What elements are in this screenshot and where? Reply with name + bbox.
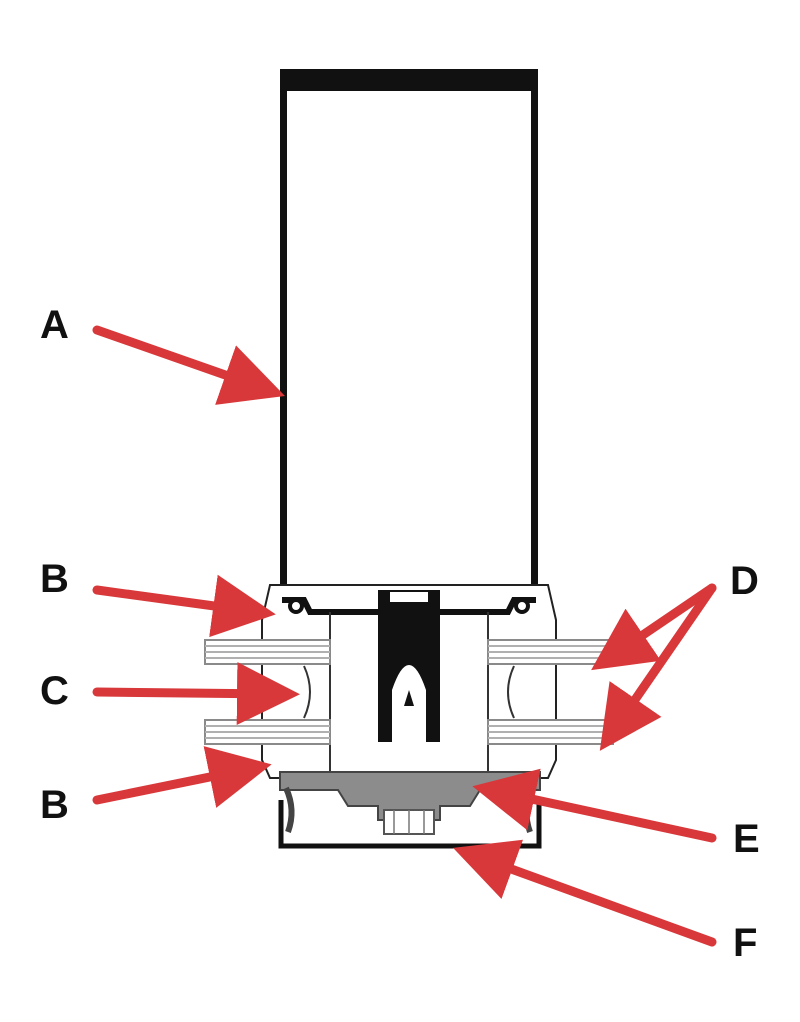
label-e: E (733, 817, 760, 861)
mullion-tube (280, 69, 538, 591)
thermal-break (378, 612, 440, 742)
glass-pane-upper-left (204, 639, 331, 665)
label-a: A (40, 303, 69, 347)
arrow-b-top (92, 574, 276, 638)
label-b-top: B (40, 557, 69, 601)
arrow-a (92, 325, 285, 405)
glass-pane-lower-right (487, 719, 614, 745)
arrow-e (472, 768, 717, 843)
arrow-d-upper (591, 583, 717, 671)
label-d: D (730, 559, 759, 603)
label-c: C (40, 669, 69, 713)
label-f: F (733, 921, 757, 965)
arrow-f (453, 839, 717, 947)
callout-arrows (92, 325, 717, 947)
arrow-b-bottom (92, 746, 272, 808)
arrow-c (92, 662, 300, 726)
gasket-right (507, 665, 515, 719)
glass-pane-upper-right (487, 639, 614, 665)
gasket-left (303, 665, 311, 719)
glass-pane-lower-left (204, 719, 331, 745)
label-b-bottom: B (40, 783, 69, 827)
arrow-d-lower (599, 583, 717, 751)
